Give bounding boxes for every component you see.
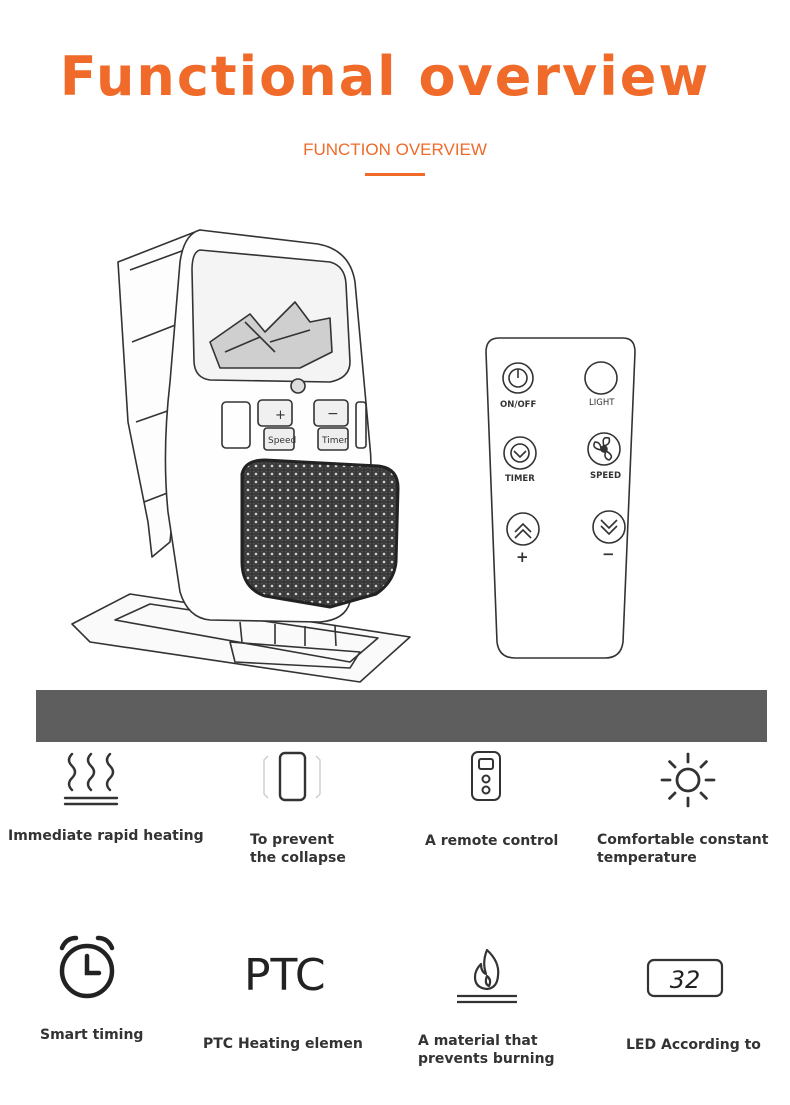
feature-label-led-display: LED According to [626, 1037, 761, 1053]
remote-plus-label: + [516, 548, 529, 566]
feature-label-prevent-collapse: To prevent the collapse [250, 832, 346, 866]
remote-minus-label: − [602, 545, 615, 563]
feature-label-remote-control: A remote control [425, 833, 559, 849]
heater-timer-key: Timer [321, 436, 348, 446]
sun-icon [660, 752, 716, 808]
remote-speed-label: SPEED [590, 471, 621, 481]
heater-minus-key: − [327, 406, 339, 422]
remote-onoff-label: ON/OFF [500, 400, 536, 410]
led-display-icon: 32 [646, 958, 724, 998]
page-title: Functional overview [59, 45, 711, 108]
section-band [36, 690, 767, 742]
subtitle-underline [365, 173, 425, 176]
heater-illustration: + − Speed Timer [71, 229, 411, 683]
feature-label-anti-burning: A material that prevents burning [418, 1033, 555, 1067]
flame-icon [457, 948, 517, 1004]
feature-label-constant-temperature: Comfortable constant temperature [597, 832, 769, 866]
feature-label-smart-timing: Smart timing [40, 1027, 144, 1043]
feature-label-ptc-heating: PTC Heating elemen [203, 1036, 363, 1052]
feature-label-rapid-heating: Immediate rapid heating [8, 828, 204, 844]
remote-light-label: LIGHT [589, 398, 615, 408]
heat-waves-icon [63, 752, 119, 806]
rounded-rect-icon [263, 751, 321, 802]
ptc-icon: PTC [244, 950, 326, 998]
remote-timer-label: TIMER [505, 474, 535, 484]
alarm-clock-icon [59, 935, 115, 999]
ptc-icon-text: PTC [244, 950, 326, 998]
led-display-value: 32 [670, 966, 701, 994]
heater-speed-key: Speed [268, 436, 296, 446]
remote-control-icon [471, 751, 501, 801]
page-subtitle: FUNCTION OVERVIEW [303, 140, 487, 159]
remote-illustration: ON/OFF LIGHT TIMER SPEED + − [485, 337, 636, 659]
heater-plus-key: + [275, 408, 286, 423]
